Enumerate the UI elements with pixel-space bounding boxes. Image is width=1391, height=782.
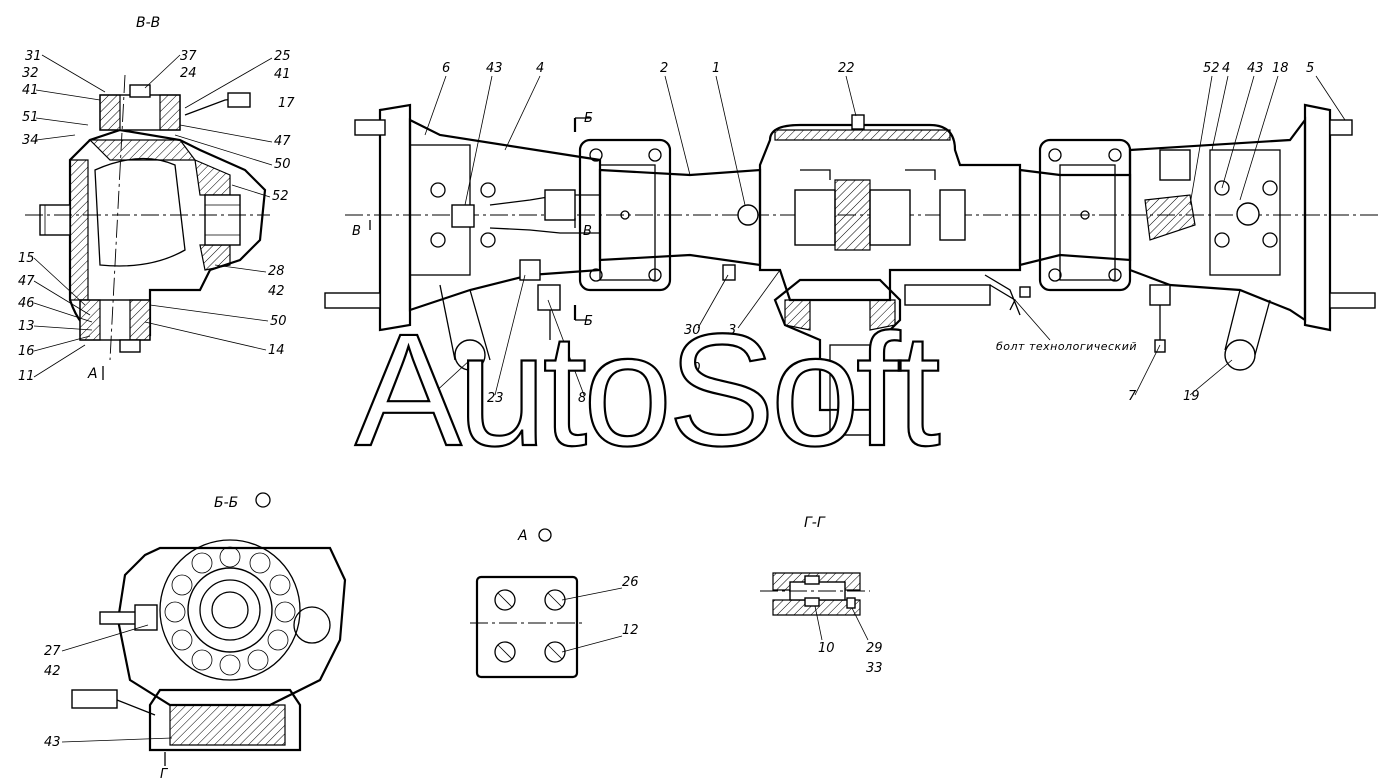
callout: 25 <box>274 49 291 64</box>
callout: 20 <box>426 391 443 406</box>
callout: 4 <box>1222 61 1230 76</box>
callout: 15 <box>18 251 35 266</box>
callouts-main: 6 43 4 2 1 22 52 4 43 18 5 30 38 40 3 20… <box>352 61 1346 406</box>
callout: 34 <box>22 133 39 148</box>
callout: 17 <box>278 96 295 111</box>
watermark: AutoSoft <box>355 300 940 479</box>
callout: 52 <box>1203 61 1220 76</box>
section-mark-b-bottom: Б <box>584 314 593 329</box>
callout: 41 <box>274 67 291 82</box>
callout: 46 <box>18 296 35 311</box>
callout: 12 <box>622 623 639 638</box>
view-bb: Б-Б Г 27 42 43 <box>44 492 347 782</box>
callout: 6 <box>442 61 450 76</box>
callout: 52 <box>272 189 289 204</box>
callout: 22 <box>838 61 855 76</box>
callout: 29 <box>866 641 883 656</box>
callout: 18 <box>1272 61 1289 76</box>
callout: 1 <box>712 61 720 76</box>
callout: 50 <box>270 314 287 329</box>
callout: 40 <box>684 361 701 376</box>
callout: 26 <box>622 575 639 590</box>
callout: 19 <box>1183 389 1200 404</box>
section-mark-v-left: В <box>352 224 361 239</box>
view-title-a: А <box>517 528 528 544</box>
callout: 41 <box>22 83 39 98</box>
main-assembly <box>324 103 1380 436</box>
callout: 47 <box>18 274 35 289</box>
callout: 43 <box>486 61 503 76</box>
callout: 2 <box>660 61 668 76</box>
callout: 51 <box>22 110 39 125</box>
callout: 30 <box>684 323 701 338</box>
callouts-vv: 31 32 41 51 34 37 24 25 41 17 47 50 52 2… <box>18 49 295 384</box>
callout: 16 <box>18 344 35 359</box>
view-gg: Г-Г 10 29 33 <box>760 515 883 676</box>
callout: 50 <box>274 157 291 172</box>
callout: 5 <box>1306 61 1314 76</box>
callout: 37 <box>180 49 197 64</box>
callout: 43 <box>1247 61 1264 76</box>
section-mark-b-top: Б <box>584 111 593 126</box>
callout: 7 <box>1128 389 1137 404</box>
callout: 47 <box>274 134 291 149</box>
view-title-bb: Б-Б <box>214 495 238 511</box>
section-mark-g: Г <box>160 767 169 782</box>
callout: 3 <box>728 323 736 338</box>
view-a: А 26 12 <box>470 528 639 679</box>
callout: 32 <box>22 66 39 81</box>
callout: 33 <box>866 661 883 676</box>
callout: 4 <box>536 61 544 76</box>
view-title-vv: В-В <box>136 15 160 31</box>
callout: 31 <box>25 49 42 64</box>
callout: 23 <box>487 391 504 406</box>
callout: 10 <box>818 641 835 656</box>
callout: 27 <box>44 644 61 659</box>
view-title-gg: Г-Г <box>804 515 826 531</box>
callout: 43 <box>44 735 61 750</box>
callout: 42 <box>44 664 61 679</box>
callout: 13 <box>18 319 35 334</box>
callout: 28 <box>268 264 285 279</box>
note-tech-bolt: болт технологический <box>996 340 1137 353</box>
callout: 38 <box>684 343 701 358</box>
callout: 42 <box>268 284 285 299</box>
callout: 11 <box>18 369 35 384</box>
callout: 14 <box>268 343 285 358</box>
section-mark-a: А <box>87 366 98 382</box>
callout: 8 <box>578 391 586 406</box>
view-vv: В-В <box>25 15 270 361</box>
callout: 24 <box>180 66 197 81</box>
section-mark-v-right: В <box>583 224 592 239</box>
